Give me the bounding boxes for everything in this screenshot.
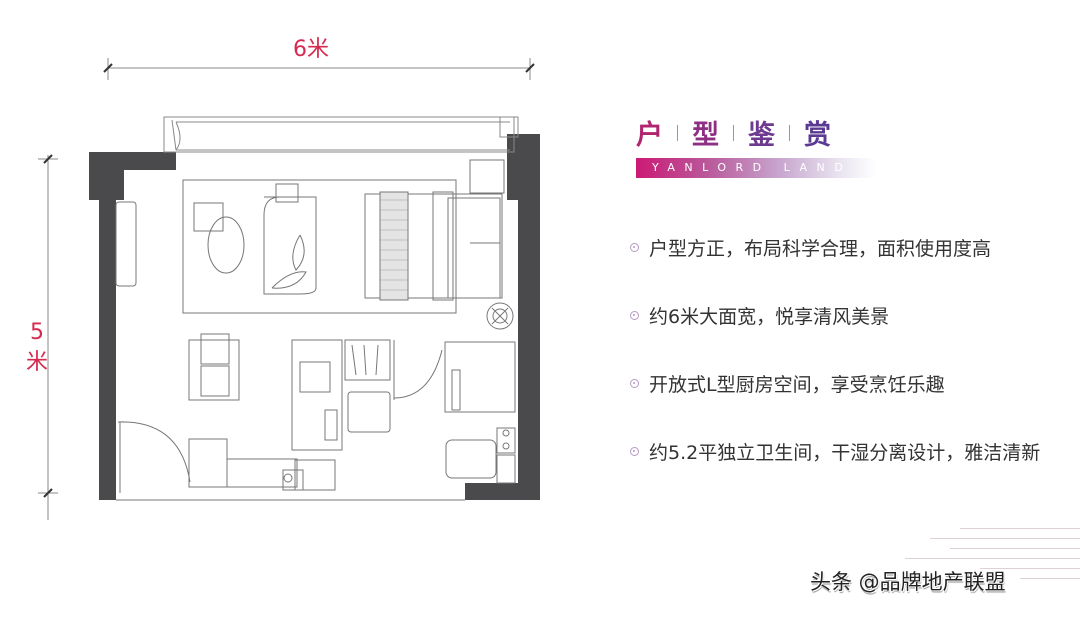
feature-item: 户型方正，布局科学合理，面积使用度高 xyxy=(630,232,1040,262)
decorative-line xyxy=(950,548,1080,549)
decorative-line xyxy=(930,538,1080,539)
feature-item: 开放式L型厨房空间，享受烹饪乐趣 xyxy=(630,368,1040,398)
floor-plan-drawing xyxy=(38,58,540,520)
decorative-line xyxy=(1020,578,1080,579)
height-number: 5 xyxy=(30,320,44,345)
floor-plan: 6米 5 米 xyxy=(26,37,540,520)
title-char: 户 xyxy=(636,120,663,151)
walls xyxy=(89,134,540,500)
feature-text: 约6米大面宽，悦享清风美景 xyxy=(649,305,890,328)
furniture xyxy=(115,159,516,501)
decorative-line xyxy=(960,528,1080,529)
title-char: 鉴 xyxy=(748,120,775,151)
decorative-line xyxy=(905,558,1080,559)
feature-text: 约5.2平独立卫生间，干湿分离设计，雅洁清新 xyxy=(649,441,1041,464)
feature-list: 户型方正，布局科学合理，面积使用度高 约6米大面宽，悦享清风美景 开放式L型厨房… xyxy=(630,232,1040,504)
feature-item: 约6米大面宽，悦享清风美景 xyxy=(630,300,1040,330)
feature-text: 开放式L型厨房空间，享受烹饪乐趣 xyxy=(649,373,945,396)
bullet-circle-icon xyxy=(630,310,639,320)
bullet-circle-icon xyxy=(630,242,639,252)
title-separator xyxy=(733,124,734,141)
brand-text: YANLORD LAND xyxy=(652,161,853,174)
title-separator xyxy=(677,124,678,141)
feature-item: 约5.2平独立卫生间，干湿分离设计，雅洁清新 xyxy=(630,436,1040,466)
height-unit: 米 xyxy=(26,350,49,375)
brand-banner: YANLORD LAND xyxy=(636,158,876,178)
title-char: 赏 xyxy=(804,120,831,151)
height-dimension-label: 5 米 xyxy=(26,318,48,378)
window xyxy=(163,116,519,153)
watermark: 头条 @品牌地产联盟 xyxy=(810,570,1006,594)
dimension-lines xyxy=(38,58,535,520)
width-dimension-label: 6米 xyxy=(293,37,329,62)
section-title: 户 型 鉴 赏 xyxy=(636,113,831,152)
title-char: 型 xyxy=(692,120,719,151)
bullet-circle-icon xyxy=(630,446,639,456)
bullet-circle-icon xyxy=(630,378,639,388)
decorative-line xyxy=(980,568,1080,569)
title-separator xyxy=(789,124,790,141)
feature-text: 户型方正，布局科学合理，面积使用度高 xyxy=(649,237,992,260)
